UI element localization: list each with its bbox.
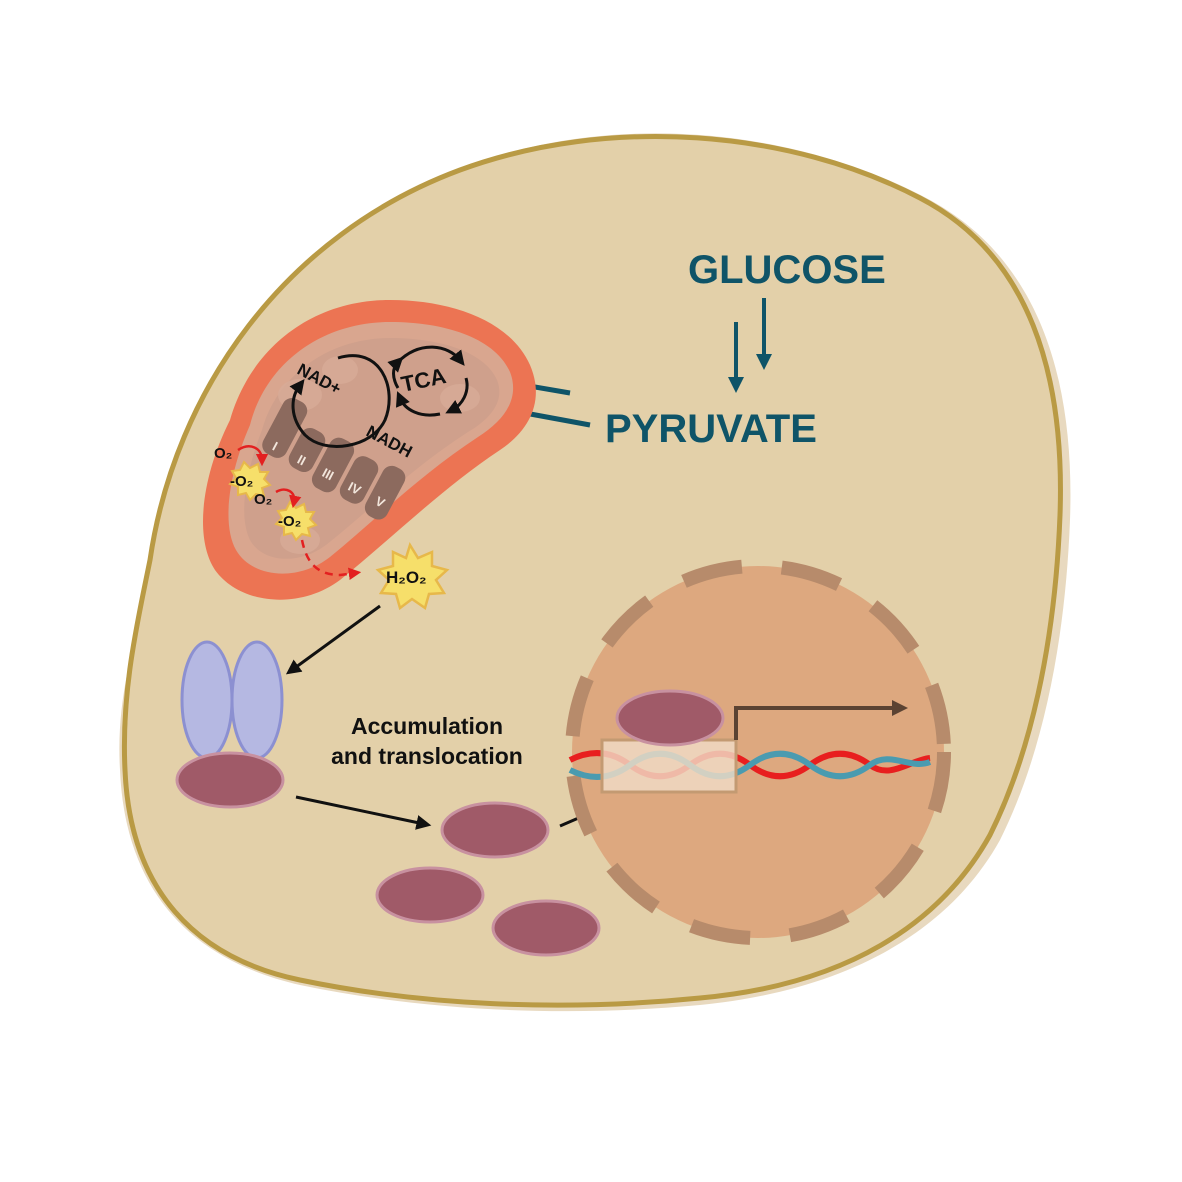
- are-promoter-box: [600, 738, 738, 794]
- h2o2: H₂O₂: [285, 541, 450, 675]
- o2-bottom-label: O₂: [254, 491, 272, 508]
- tca-arrow: [396, 345, 465, 366]
- electron-transport-chain: I II III IV V: [262, 398, 406, 520]
- nrf2-free: [440, 801, 550, 859]
- crista: [440, 384, 480, 412]
- h2o2-star: [375, 541, 450, 611]
- ros-arrow-top: [237, 445, 269, 467]
- complex-iv: [339, 456, 379, 504]
- glycolysis: GLUCOSE PYRUVATE: [484, 248, 886, 451]
- pyruvate-label: PYRUVATE: [605, 407, 817, 451]
- nucleus: [565, 559, 951, 945]
- complex-label: I: [270, 439, 280, 454]
- ros-arrow-bottom: [275, 488, 302, 509]
- tca-arrow: [445, 377, 469, 414]
- nuclear-envelope: [565, 559, 951, 945]
- superoxide-top-label: -O₂: [230, 473, 253, 490]
- tca-arrow: [395, 391, 441, 417]
- crista: [322, 356, 358, 384]
- accumulation-label-line2: and translocation: [331, 743, 523, 769]
- complex-v: [364, 465, 406, 520]
- arrow-h2o2-to-keap1: [285, 604, 381, 675]
- keap1-subunit: [230, 640, 284, 760]
- ros-dashed-arrow: [300, 539, 362, 581]
- h2o2-label: H₂O₂: [386, 568, 427, 587]
- complex-iii: [311, 437, 355, 493]
- keap1-subunit: [180, 640, 234, 760]
- nad-cycle-arrow: [289, 354, 391, 448]
- ros-star: [228, 460, 272, 502]
- nrf2-free: [491, 899, 601, 957]
- keap1-nrf2-complex: [175, 640, 285, 809]
- accumulation-label-line1: Accumulation: [351, 713, 503, 739]
- complex-ii: [288, 428, 326, 473]
- nrf2-bound: [175, 751, 285, 809]
- ros-star: [274, 500, 318, 542]
- superoxide-top: -O₂: [228, 460, 272, 502]
- superoxide-bottom-label: -O₂: [278, 513, 301, 530]
- nucleus-body: [572, 566, 944, 938]
- glucose-label: GLUCOSE: [688, 248, 886, 292]
- arrow-release: [295, 795, 432, 830]
- transcription-arrow: [734, 700, 908, 740]
- tca-arrow: [387, 356, 404, 389]
- mitochondrion: I II III IV V NAD+ NADH TCA -O₂ O₂ -O₂: [203, 300, 536, 600]
- nrf2-bound-dna: [615, 689, 725, 747]
- complex-i: [262, 398, 308, 458]
- superoxide-bottom: -O₂: [274, 500, 318, 542]
- o2-top-label: O₂: [214, 445, 232, 462]
- nrf2-free: [375, 866, 485, 924]
